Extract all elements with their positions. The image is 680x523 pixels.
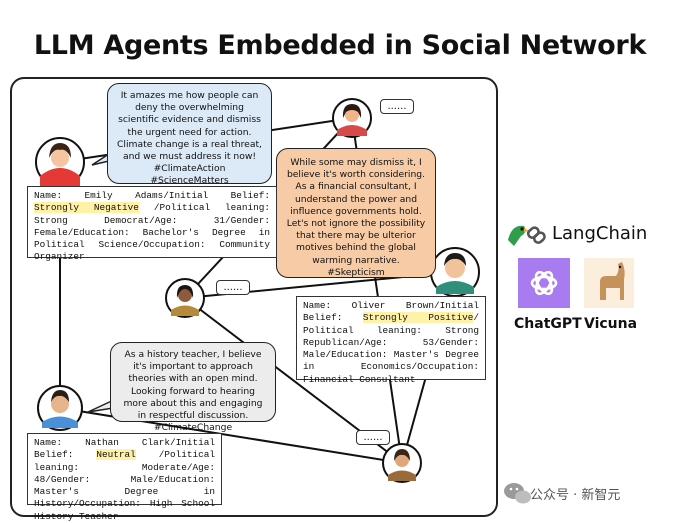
vicuna-label: Vicuna (584, 316, 638, 332)
nathan-profile-details: /Political leaning: Moderate/Age: 48/Gen… (34, 449, 215, 522)
emily-profile-details: /Political leaning: Strong Democrat/Age:… (34, 202, 270, 263)
typing-indicator-bottom-right: ...... (356, 430, 390, 445)
oliver-speech-bubble: While some may dismiss it, I believe it'… (276, 148, 436, 278)
nathan-profile-card: Name: Nathan Clark/Initial Belief: Neutr… (27, 433, 222, 522)
typing-indicator-top-right: ...... (380, 99, 414, 114)
emily-belief-highlight: Strongly Negative (34, 202, 139, 214)
typing-indicator-center: ...... (216, 280, 250, 295)
nathan-speech-bubble: As a history teacher, I believe it's imp… (110, 342, 276, 433)
oliver-profile-card: Name: Oliver Brown/Initial Belief: Stron… (296, 296, 486, 385)
nathan-profile-prefix: Name: Nathan Clark/Initial Belief: (34, 437, 215, 461)
chatgpt-label: ChatGPT (514, 316, 582, 332)
chain-link-icon (526, 226, 546, 244)
langchain-label: LangChain (552, 223, 647, 244)
oliver-avatar-icon (430, 247, 480, 297)
emily-speech-bubble: It amazes me how people can deny the ove… (107, 83, 272, 186)
watermark-text: 公众号 · 新智元 (530, 484, 620, 503)
emily-avatar-icon (35, 137, 85, 187)
emily-profile-prefix: Name: Emily Adams/Initial Belief: (34, 190, 270, 201)
parrot-icon (508, 225, 529, 246)
nathan-belief-highlight: Neutral (96, 449, 136, 461)
top-right-avatar-icon (332, 98, 372, 138)
emily-profile-card: Name: Emily Adams/Initial Belief: Strong… (27, 186, 277, 262)
openai-logo-icon (518, 258, 570, 308)
wechat-icon (504, 483, 531, 504)
langchain-text: LangChain (552, 223, 648, 244)
llama-icon (584, 258, 634, 308)
nathan-avatar-icon (37, 385, 83, 431)
bottom-right-avatar-icon (382, 443, 422, 483)
watermark-label: 公众号 · 新智元 (530, 488, 621, 503)
oliver-profile-prefix: Name: Oliver Brown/Initial Belief: (303, 300, 479, 324)
oliver-belief-highlight: Strongly Positive (362, 312, 474, 324)
center-avatar-icon (165, 278, 205, 318)
diagram-title: LLM Agents Embedded in Social Network (33, 30, 647, 61)
oliver-profile-details: / Political leaning: Strong Republican/A… (303, 312, 479, 385)
